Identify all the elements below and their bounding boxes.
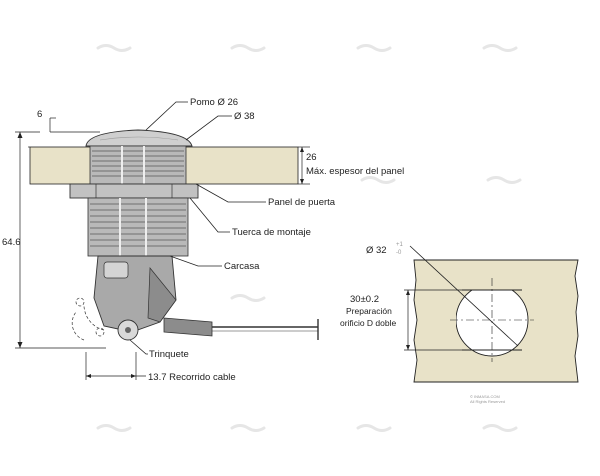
dim-height	[15, 131, 106, 349]
dim-cable-travel	[85, 352, 146, 380]
dim-flats	[404, 289, 462, 351]
label-height: 64.6	[2, 237, 21, 248]
label-pomo: Pomo Ø 26	[190, 97, 238, 108]
watermark-line2: All Rights Reserved	[470, 399, 505, 404]
label-d38: Ø 38	[234, 111, 255, 122]
threaded-body-lower	[87, 197, 189, 257]
watermark-pattern	[96, 44, 522, 432]
label-26: 26	[306, 152, 317, 163]
label-prep-value: 30±0.2	[350, 294, 379, 305]
label-tuerca: Tuerca de montaje	[232, 227, 311, 238]
label-carcasa: Carcasa	[224, 261, 260, 272]
label-prep-line2: orificio D doble	[340, 318, 396, 328]
watermark-line1: © INMASA.COM	[470, 394, 500, 399]
knob-head	[85, 129, 193, 147]
threaded-body-upper	[89, 145, 187, 185]
label-panel-puerta: Panel de puerta	[268, 197, 336, 208]
cable	[163, 317, 319, 340]
label-tol-minus: -0	[396, 250, 402, 256]
label-trinquete: Trinquete	[149, 349, 189, 360]
label-tol-plus: +1	[396, 242, 404, 248]
label-recorrido: 13.7 Recorrido cable	[148, 372, 236, 383]
label-six: 6	[37, 109, 42, 120]
rotation-arc	[71, 297, 105, 341]
label-max-espesor: Máx. espesor del panel	[306, 166, 404, 177]
label-prep-line1: Preparación	[346, 306, 392, 316]
dim-6	[49, 117, 100, 133]
mounting-nut	[69, 183, 199, 199]
label-d32: Ø 32	[366, 245, 387, 256]
dim-panel-thickness	[298, 146, 310, 185]
